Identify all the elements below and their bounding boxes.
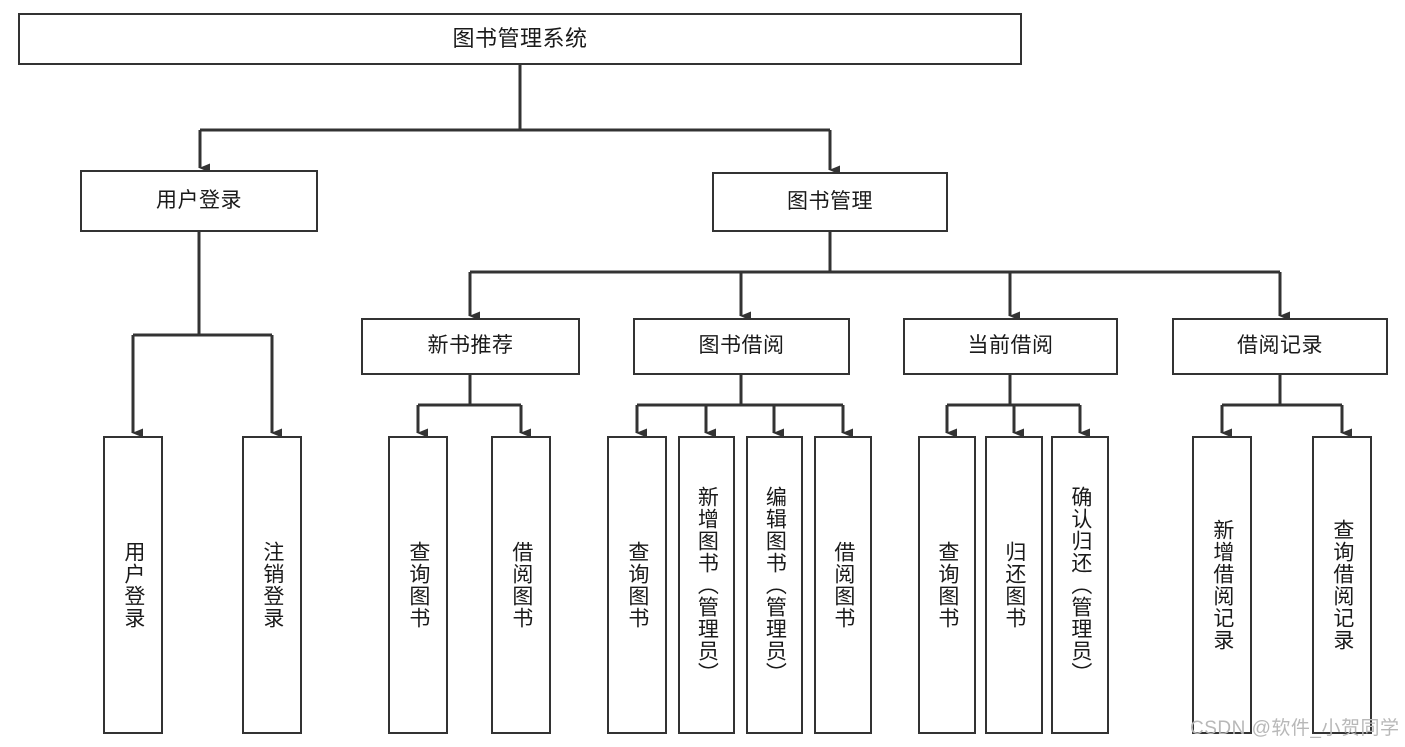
node-new-book-recommend[interactable]: 新书推荐 — [361, 318, 580, 375]
node-root-book-management-system[interactable]: 图书管理系统 — [18, 13, 1022, 65]
leaf-add-borrow-record[interactable]: 新增借阅记录 — [1192, 436, 1252, 734]
csdn-watermark: CSDN @软件_小贺同学 — [1190, 718, 1400, 739]
leaf-return-book[interactable]: 归还图书 — [985, 436, 1043, 734]
leaf-query-book-new-recommend[interactable]: 查询图书 — [388, 436, 448, 734]
leaf-query-borrow-record[interactable]: 查询借阅记录 — [1312, 436, 1372, 734]
leaf-user-login[interactable]: 用户登录 — [103, 436, 163, 734]
leaf-borrow-book-borrow[interactable]: 借阅图书 — [814, 436, 872, 734]
node-user-login[interactable]: 用户登录 — [80, 170, 318, 232]
leaf-add-book-admin[interactable]: 新增图书（管理员） — [678, 436, 735, 734]
leaf-query-book-current[interactable]: 查询图书 — [918, 436, 976, 734]
node-book-management[interactable]: 图书管理 — [712, 172, 948, 232]
node-current-borrow[interactable]: 当前借阅 — [903, 318, 1118, 375]
leaf-borrow-book-new-recommend[interactable]: 借阅图书 — [491, 436, 551, 734]
leaf-logout-login[interactable]: 注销登录 — [242, 436, 302, 734]
leaf-edit-book-admin[interactable]: 编辑图书（管理员） — [746, 436, 803, 734]
leaf-confirm-return-admin[interactable]: 确认归还（管理员） — [1051, 436, 1109, 734]
node-borrow-record[interactable]: 借阅记录 — [1172, 318, 1388, 375]
leaf-query-book-borrow[interactable]: 查询图书 — [607, 436, 667, 734]
node-book-borrow[interactable]: 图书借阅 — [633, 318, 850, 375]
